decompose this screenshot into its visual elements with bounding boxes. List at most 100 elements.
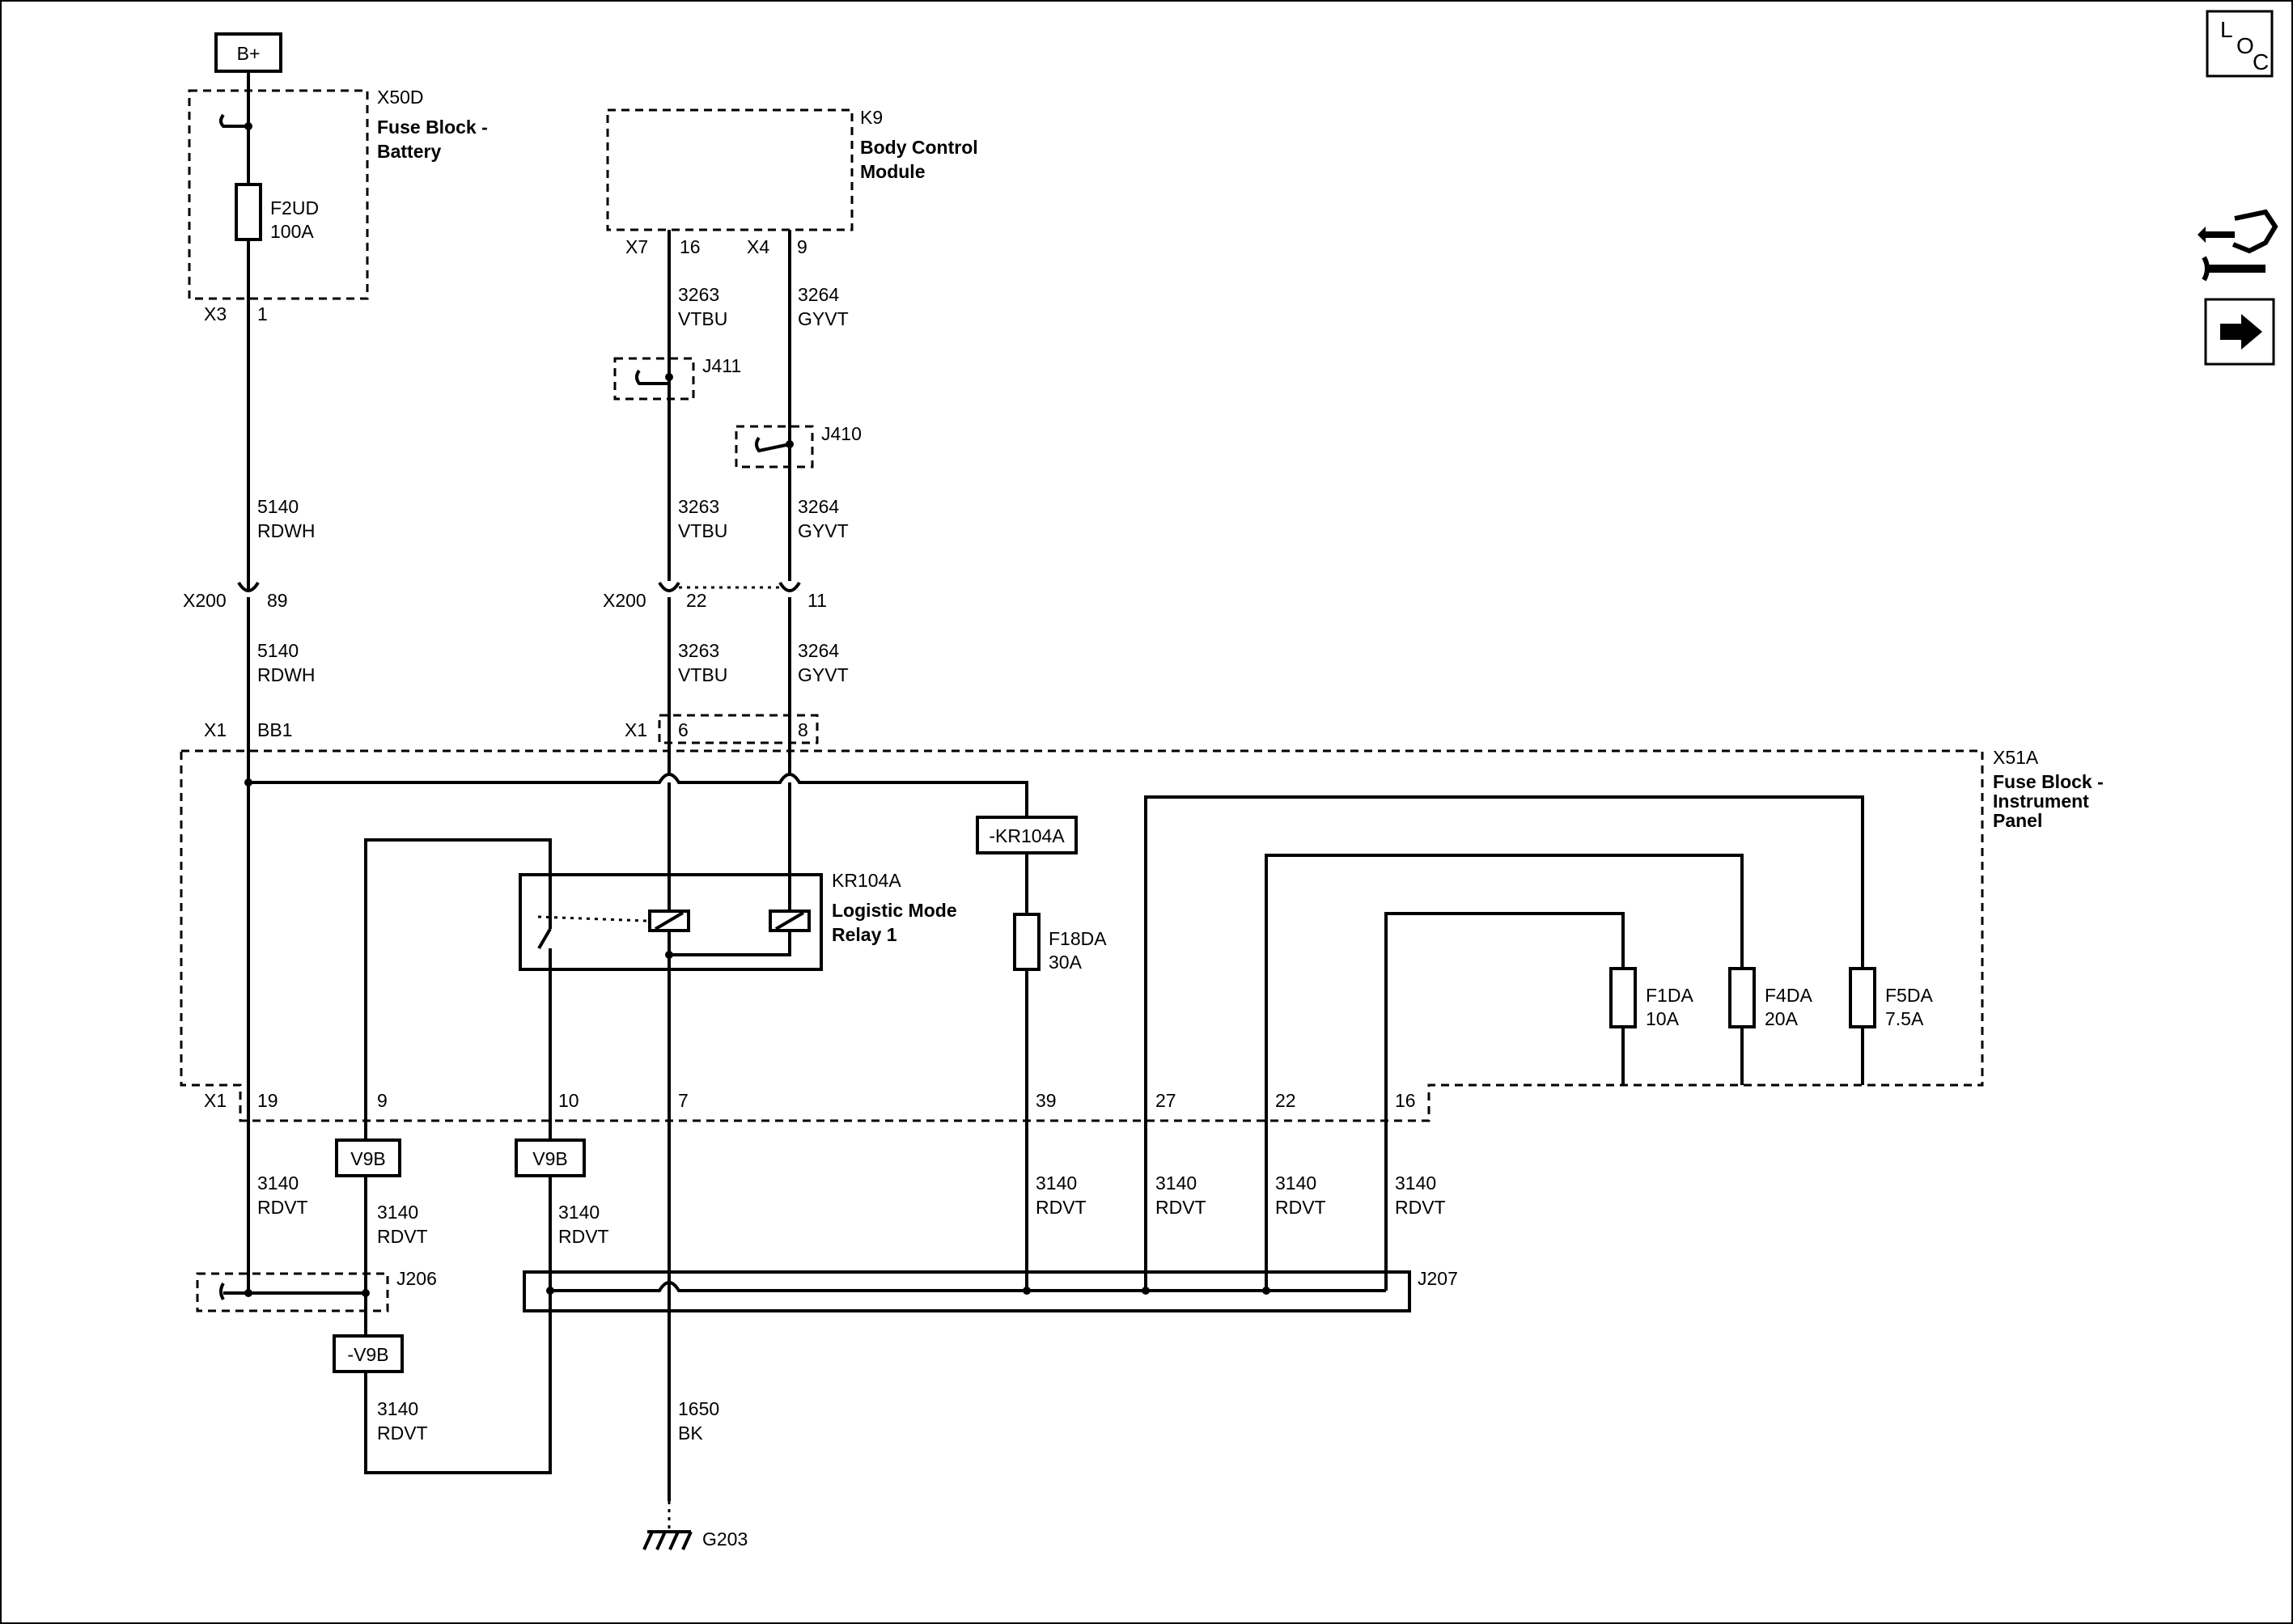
connector-x200-mid: X200 22 11 [603, 581, 827, 611]
svg-text:X200: X200 [183, 590, 227, 611]
svg-text:22: 22 [1275, 1090, 1296, 1111]
svg-text:GYVT: GYVT [798, 308, 849, 329]
fuse-f4da[interactable]: F4DA 20A [1728, 967, 1812, 1029]
connector-x200-left: X200 89 [183, 581, 288, 611]
svg-text:F4DA: F4DA [1765, 985, 1812, 1006]
svg-text:Relay 1: Relay 1 [832, 924, 897, 945]
svg-text:RDVT: RDVT [1275, 1197, 1326, 1218]
svg-text:J410: J410 [821, 423, 862, 444]
svg-text:Logistic Mode: Logistic Mode [832, 900, 957, 921]
svg-text:X1: X1 [204, 1090, 227, 1111]
svg-text:3140: 3140 [1275, 1172, 1316, 1194]
svg-text:K9: K9 [860, 107, 883, 128]
svg-text:3264: 3264 [798, 640, 839, 661]
v9b-tag-right[interactable]: V9B [515, 1138, 586, 1177]
svg-text:3140: 3140 [377, 1202, 418, 1223]
svg-text:3140: 3140 [1036, 1172, 1077, 1194]
svg-text:RDVT: RDVT [377, 1226, 428, 1247]
svg-text:VTBU: VTBU [678, 664, 727, 685]
svg-text:V9B: V9B [350, 1148, 385, 1169]
svg-text:RDVT: RDVT [558, 1226, 609, 1247]
svg-text:BK: BK [678, 1423, 703, 1444]
svg-text:VTBU: VTBU [678, 520, 727, 541]
body-control-module[interactable]: K9 Body Control Module [606, 107, 978, 231]
svg-text:3140: 3140 [377, 1398, 418, 1419]
wire-circuit-5140: 5140 [257, 496, 299, 517]
kr104a-tag[interactable]: -KR104A [976, 816, 1078, 854]
svg-text:16: 16 [1395, 1090, 1416, 1111]
v9b-tag-left[interactable]: V9B [335, 1138, 401, 1177]
svg-text:Fuse Block -: Fuse Block - [377, 117, 488, 138]
svg-text:3263: 3263 [678, 284, 719, 305]
fuse-f2ud[interactable]: F2UD 100A [235, 183, 319, 242]
arrow-right-icon[interactable] [2204, 298, 2275, 366]
svg-text:3140: 3140 [558, 1202, 600, 1223]
svg-text:X7: X7 [625, 236, 648, 257]
svg-text:1: 1 [257, 303, 268, 324]
svg-text:G203: G203 [702, 1529, 748, 1550]
svg-text:GYVT: GYVT [798, 520, 849, 541]
svg-text:RDVT: RDVT [1036, 1197, 1087, 1218]
svg-text:3140: 3140 [1395, 1172, 1436, 1194]
fuse-f18da[interactable]: F18DA 30A [1013, 913, 1107, 973]
svg-text:16: 16 [680, 236, 701, 257]
svg-text:GYVT: GYVT [798, 664, 849, 685]
svg-text:22: 22 [686, 590, 707, 611]
fuse-f1da[interactable]: F1DA 10A [1609, 967, 1693, 1029]
svg-text:F2UD: F2UD [270, 197, 319, 218]
fuse-f5da[interactable]: F5DA 7.5A [1849, 967, 1933, 1029]
svg-text:F5DA: F5DA [1885, 985, 1933, 1006]
loc-icon[interactable]: L O C [2206, 10, 2274, 78]
svg-text:X50D: X50D [377, 87, 424, 108]
svg-text:X1: X1 [204, 719, 227, 740]
svg-text:-KR104A: -KR104A [989, 825, 1065, 846]
svg-text:X4: X4 [747, 236, 769, 257]
splice-j207[interactable]: J207 [523, 1268, 1458, 1312]
svg-text:1650: 1650 [678, 1398, 719, 1419]
svg-text:100A: 100A [270, 221, 314, 242]
svg-text:Battery: Battery [377, 141, 441, 162]
svg-text:V9B: V9B [532, 1148, 567, 1169]
svg-text:-V9B: -V9B [347, 1344, 388, 1365]
svg-text:3264: 3264 [798, 284, 839, 305]
svg-text:3264: 3264 [798, 496, 839, 517]
v9b-neg-tag[interactable]: -V9B [333, 1334, 404, 1373]
svg-text:Instrument: Instrument [1993, 791, 2089, 812]
svg-text:RDWH: RDWH [257, 664, 316, 685]
svg-text:9: 9 [797, 236, 807, 257]
wire-tool-icon[interactable] [2198, 209, 2278, 282]
svg-text:F1DA: F1DA [1646, 985, 1693, 1006]
ground-g203[interactable]: G203 [642, 1529, 748, 1550]
svg-text:3140: 3140 [1155, 1172, 1197, 1194]
svg-text:X1: X1 [625, 719, 647, 740]
fuse-block-battery[interactable]: X50D Fuse Block - Battery [188, 87, 488, 300]
svg-text:10A: 10A [1646, 1008, 1680, 1029]
svg-text:RDVT: RDVT [1155, 1197, 1206, 1218]
svg-text:7: 7 [678, 1090, 689, 1111]
svg-text:19: 19 [257, 1090, 278, 1111]
svg-text:9: 9 [377, 1090, 388, 1111]
svg-text:39: 39 [1036, 1090, 1057, 1111]
splice-j411[interactable]: J411 [613, 355, 741, 401]
svg-text:RDVT: RDVT [1395, 1197, 1446, 1218]
svg-text:RDVT: RDVT [377, 1423, 428, 1444]
svg-text:KR104A: KR104A [832, 870, 901, 891]
splice-j206[interactable]: J206 [196, 1268, 437, 1312]
svg-text:11: 11 [807, 590, 827, 611]
svg-text:27: 27 [1155, 1090, 1176, 1111]
svg-text:3263: 3263 [678, 640, 719, 661]
splice-j410[interactable]: J410 [735, 423, 862, 469]
svg-text:X51A: X51A [1993, 747, 2039, 768]
svg-text:10: 10 [558, 1090, 579, 1111]
svg-text:20A: 20A [1765, 1008, 1799, 1029]
svg-text:3140: 3140 [257, 1172, 299, 1194]
svg-text:BB1: BB1 [257, 719, 292, 740]
fuse-block-instrument-panel[interactable]: X51A Fuse Block - Instrument Panel [180, 747, 2104, 1122]
svg-text:O: O [2236, 33, 2254, 58]
svg-text:3263: 3263 [678, 496, 719, 517]
svg-text:89: 89 [267, 590, 288, 611]
svg-text:J207: J207 [1418, 1268, 1458, 1289]
b-plus-supply[interactable]: B+ [214, 32, 282, 73]
svg-text:C: C [2253, 49, 2269, 74]
